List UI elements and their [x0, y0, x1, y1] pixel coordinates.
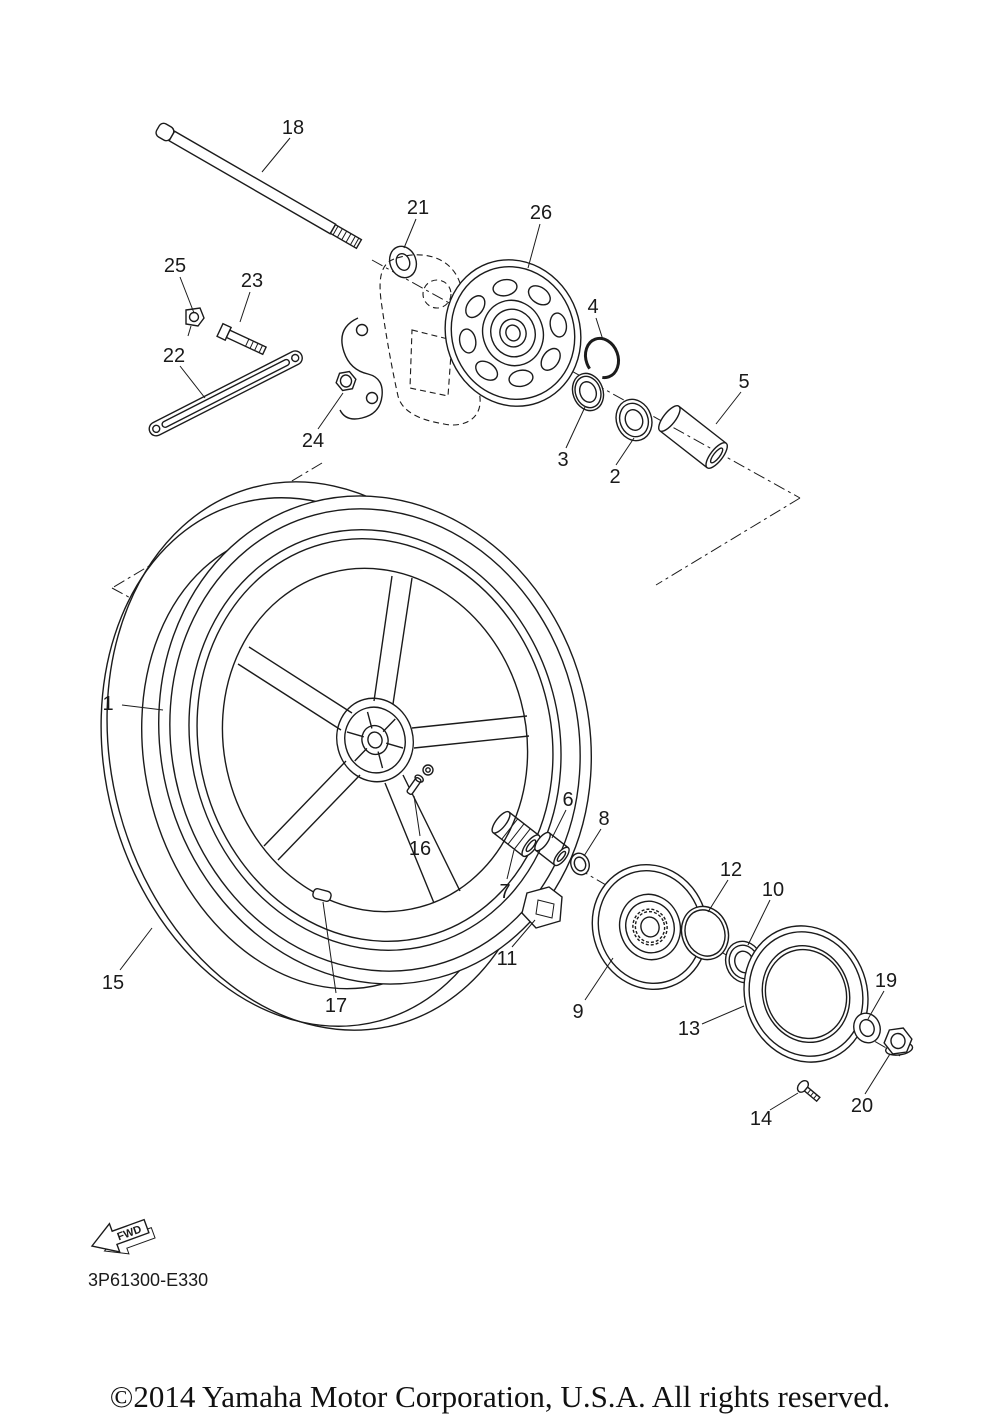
- callout-15: 15: [102, 972, 124, 994]
- disc-holes: [458, 278, 568, 388]
- retainer-ring: [743, 925, 869, 1063]
- callout-24: 24: [302, 430, 324, 452]
- callout-21: 21: [407, 197, 429, 219]
- callout-11: 11: [497, 948, 518, 970]
- callout-1: 1: [102, 693, 113, 715]
- callout-9: 9: [572, 1001, 583, 1023]
- callout-25: 25: [164, 255, 186, 277]
- callout-20: 20: [851, 1095, 873, 1117]
- callout-labels: 1 2 3 4 5 6 7 8 9 10 11 12 13 14 15 16 1…: [102, 117, 897, 1130]
- circlip: [583, 336, 621, 380]
- callout-10: 10: [762, 879, 784, 901]
- callout-23: 23: [241, 270, 263, 292]
- caliper-bracket: [339, 317, 383, 420]
- oring-12: [680, 905, 730, 961]
- collar-6: [534, 831, 570, 867]
- adjuster-bar: [148, 350, 303, 437]
- diagram-code: 3P61300-E330: [88, 1270, 208, 1290]
- callout-18: 18: [282, 117, 304, 139]
- axle-washer: [388, 245, 418, 279]
- callout-22: 22: [163, 345, 185, 367]
- callout-12: 12: [720, 859, 742, 881]
- cush-damper: [521, 886, 563, 929]
- adjuster-bolt: [216, 322, 268, 356]
- spacer-collar: [658, 405, 728, 469]
- adjuster-nut: [335, 370, 357, 392]
- copyright-text: ©2014 Yamaha Motor Corporation, U.S.A. A…: [109, 1379, 891, 1414]
- brake-disc-hub: [444, 259, 582, 407]
- callout-14: 14: [750, 1108, 772, 1130]
- callout-2: 2: [609, 466, 620, 488]
- callout-13: 13: [678, 1018, 700, 1040]
- callout-19: 19: [875, 970, 897, 992]
- callout-6: 6: [562, 789, 573, 811]
- axle-nut: [883, 1027, 914, 1056]
- axle-shaft: [155, 122, 363, 250]
- hub-bolt: [422, 764, 434, 776]
- leader-lines: [119, 137, 891, 1111]
- balance-weight: [312, 888, 332, 902]
- cable-clamp: [185, 307, 205, 337]
- callout-3: 3: [557, 449, 568, 471]
- wheel-spokes: [237, 575, 530, 904]
- callout-5: 5: [738, 371, 749, 393]
- fwd-arrow: FWD: [90, 1218, 156, 1255]
- callout-7: 7: [499, 881, 510, 903]
- wheel-hub: [336, 697, 414, 783]
- callout-16: 16: [409, 838, 431, 860]
- callout-26: 26: [530, 202, 552, 224]
- oring-8: [570, 852, 590, 876]
- washer-19: [853, 1012, 881, 1044]
- valve-stem: [406, 774, 424, 796]
- seal-washer: [571, 372, 605, 412]
- callout-4: 4: [587, 296, 598, 318]
- callout-8: 8: [598, 808, 609, 830]
- rear-wheel: [158, 495, 592, 985]
- callout-17: 17: [325, 995, 347, 1017]
- screw-14: [796, 1079, 821, 1103]
- wheel-bearing: [615, 398, 653, 442]
